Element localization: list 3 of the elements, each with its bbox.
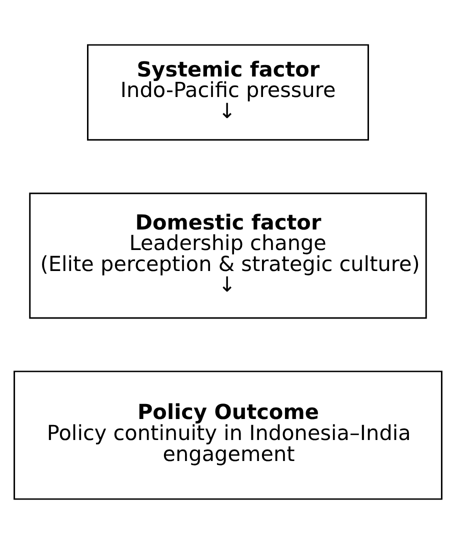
node-box: Policy Outcome Policy continuity in Indonesia–India engagement (14, 370, 442, 500)
node-box: Domestic factor Leadership change (Elite perception & strategic culture) ↓ (29, 192, 427, 318)
node-box: Systemic factor Indo-Pacific pressure ↓ (87, 44, 369, 140)
